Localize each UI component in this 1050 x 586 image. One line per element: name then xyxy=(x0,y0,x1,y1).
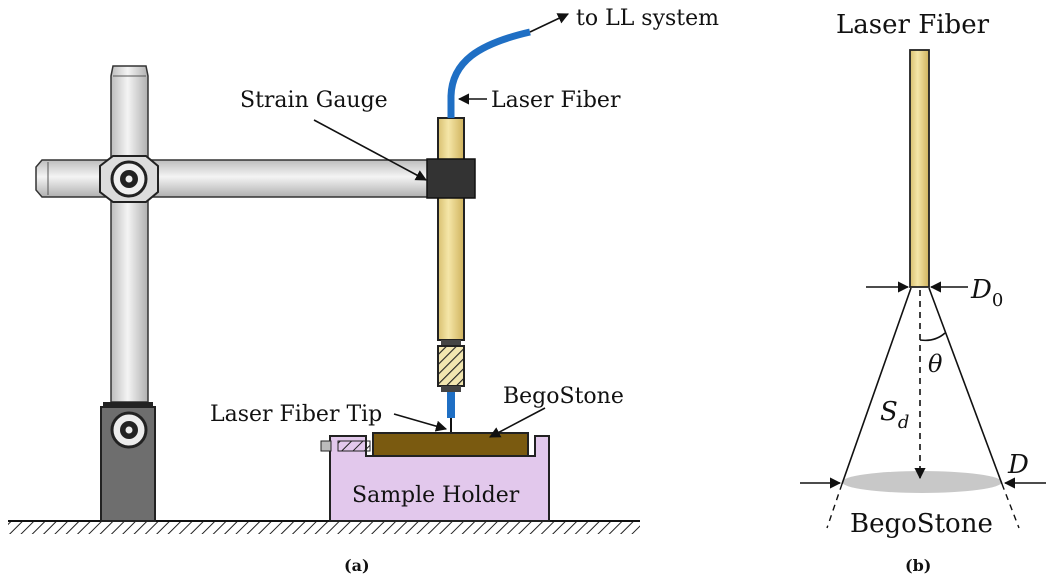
label-d0: D0 xyxy=(970,275,1003,311)
cone-left xyxy=(841,287,912,485)
cone-right-ext xyxy=(1001,483,1020,529)
cone-left-ext xyxy=(826,483,843,529)
stand-horizontal-arm xyxy=(35,159,431,198)
fiber-holder xyxy=(437,117,465,392)
sample-holder xyxy=(320,435,550,522)
label-laser-fiber-b: Laser Fiber xyxy=(836,10,990,40)
label-begostone-b: BegoStone xyxy=(850,509,993,539)
strain-gauge xyxy=(426,158,476,199)
panel-a: to LL system Strain Gauge Laser Fiber La… xyxy=(8,6,719,575)
ground xyxy=(8,520,640,534)
stand-vertical-pole xyxy=(110,65,149,403)
label-sd-main: S xyxy=(880,397,898,427)
label-theta: θ xyxy=(928,350,943,378)
theta-arc xyxy=(919,332,946,342)
label-sd-sub: d xyxy=(898,412,910,433)
label-d0-main: D xyxy=(970,275,992,305)
laser-fiber-cable xyxy=(447,28,531,118)
caption-a: (a) xyxy=(344,556,370,575)
cross-clamp xyxy=(99,155,159,203)
strain-gauge-arrow xyxy=(313,119,427,181)
to-ll-system-arrow xyxy=(529,13,570,33)
label-d0-sub: 0 xyxy=(992,290,1003,311)
label-sample-holder: Sample Holder xyxy=(352,483,520,508)
label-laser-fiber: Laser Fiber xyxy=(491,88,621,113)
label-begostone: BegoStone xyxy=(503,384,624,409)
cone-right xyxy=(928,287,1003,485)
label-to-ll-system: to LL system xyxy=(576,6,719,31)
laser-spot xyxy=(842,471,1002,493)
label-sd: Sd xyxy=(880,397,909,433)
fiber-b xyxy=(909,49,930,288)
fiber-tip-arrow xyxy=(393,413,448,432)
label-d: D xyxy=(1007,450,1029,480)
panel-b: Laser Fiber D0 D θ Sd BegoStone (b) xyxy=(800,10,1046,575)
label-laser-fiber-tip: Laser Fiber Tip xyxy=(210,402,382,427)
laser-fiber-lower xyxy=(447,392,455,418)
begostone-arrow xyxy=(489,407,546,438)
stand-base xyxy=(100,402,156,522)
begostone-sample xyxy=(372,432,529,457)
label-strain-gauge: Strain Gauge xyxy=(240,88,388,113)
caption-b: (b) xyxy=(905,556,931,575)
